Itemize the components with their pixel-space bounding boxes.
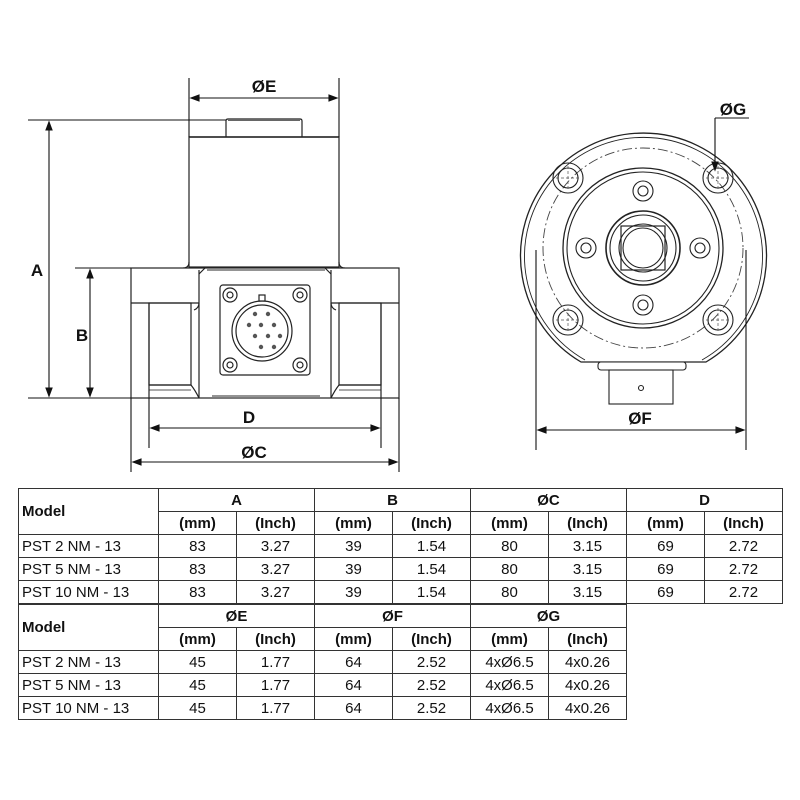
value-cell: 2.72 [704, 534, 783, 558]
value-cell: 1.77 [236, 673, 315, 697]
value-cell: 2.52 [392, 650, 471, 674]
value-cell: 3.27 [236, 534, 315, 558]
unit-header: (Inch) [392, 511, 471, 535]
technical-drawing: ØE A B D ØC [28, 77, 768, 472]
side-view-dimensions [28, 78, 400, 472]
unit-header: (Inch) [548, 627, 627, 651]
table-row: PST 2 NM - 13 45 1.77 64 2.52 4xØ6.5 4x0… [18, 650, 627, 674]
table-header-row: Model ØE ØF ØG [18, 604, 627, 651]
value-cell: 45 [158, 696, 237, 720]
unit-header: (mm) [470, 511, 549, 535]
value-cell: 2.52 [392, 673, 471, 697]
side-view [130, 118, 400, 399]
label-g: ØG [720, 100, 746, 119]
value-cell: 3.15 [548, 534, 627, 558]
table-row: PST 5 NM - 13 83 3.27 39 1.54 80 3.15 69… [18, 557, 783, 581]
value-cell: 3.27 [236, 557, 315, 581]
model-cell: PST 5 NM - 13 [18, 673, 159, 697]
value-cell: 2.52 [392, 696, 471, 720]
value-cell: 4xØ6.5 [470, 696, 549, 720]
value-cell: 3.15 [548, 580, 627, 604]
value-cell: 39 [314, 534, 393, 558]
value-cell: 1.54 [392, 534, 471, 558]
table-row: PST 10 NM - 13 45 1.77 64 2.52 4xØ6.5 4x… [18, 696, 627, 720]
unit-header: (Inch) [548, 511, 627, 535]
value-cell: 80 [470, 580, 549, 604]
connector-pins-icon [246, 311, 283, 350]
front-view-dimensions [535, 117, 749, 450]
value-cell: 69 [626, 580, 705, 604]
value-cell: 1.54 [392, 580, 471, 604]
unit-header: (mm) [158, 627, 237, 651]
value-cell: 4xØ6.5 [470, 673, 549, 697]
table-row: PST 2 NM - 13 83 3.27 39 1.54 80 3.15 69… [18, 534, 783, 558]
value-cell: 64 [314, 696, 393, 720]
value-cell: 1.77 [236, 650, 315, 674]
value-cell: 39 [314, 580, 393, 604]
unit-header: (mm) [626, 511, 705, 535]
label-b: B [76, 326, 88, 345]
label-f: ØF [628, 409, 652, 428]
value-cell: 64 [314, 673, 393, 697]
value-cell: 80 [470, 534, 549, 558]
table-unit-row: (mm) (Inch) (mm) (Inch) (mm) (Inch) [19, 627, 627, 651]
group-header-c: ØC [470, 488, 627, 512]
dimensions-table-2: Model ØE ØF ØG (mm) (Inch) (mm) (Inch) (… [18, 604, 627, 720]
unit-header: (mm) [314, 511, 393, 535]
front-view [519, 132, 768, 405]
value-cell: 64 [314, 650, 393, 674]
value-cell: 83 [158, 557, 237, 581]
model-cell: PST 2 NM - 13 [18, 534, 159, 558]
dimensions-table-1: Model A B ØC D (mm) (Inch) (mm) (Inch) (… [18, 488, 783, 604]
model-cell: PST 10 NM - 13 [18, 696, 159, 720]
unit-header: (mm) [470, 627, 549, 651]
model-cell: PST 10 NM - 13 [18, 580, 159, 604]
unit-header: (mm) [158, 511, 237, 535]
value-cell: 4x0.26 [548, 650, 627, 674]
unit-header: (Inch) [236, 511, 315, 535]
unit-header: (mm) [314, 627, 393, 651]
model-cell: PST 5 NM - 13 [18, 557, 159, 581]
mounting-holes-icon [552, 162, 734, 336]
value-cell: 69 [626, 534, 705, 558]
value-cell: 45 [158, 650, 237, 674]
value-cell: 4x0.26 [548, 673, 627, 697]
value-cell: 69 [626, 557, 705, 581]
side-view-labels: ØE A B D ØC [31, 77, 276, 462]
model-header: Model [18, 604, 159, 651]
unit-header: (Inch) [704, 511, 783, 535]
model-cell: PST 2 NM - 13 [18, 650, 159, 674]
table-row: PST 10 NM - 13 83 3.27 39 1.54 80 3.15 6… [18, 580, 783, 604]
value-cell: 4xØ6.5 [470, 650, 549, 674]
value-cell: 80 [470, 557, 549, 581]
label-d: D [243, 408, 255, 427]
group-header-g: ØG [470, 604, 627, 628]
value-cell: 1.77 [236, 696, 315, 720]
connector-flange [219, 284, 311, 376]
value-cell: 3.27 [236, 580, 315, 604]
value-cell: 45 [158, 673, 237, 697]
value-cell: 3.15 [548, 557, 627, 581]
value-cell: 83 [158, 534, 237, 558]
label-c: ØC [241, 443, 267, 462]
group-header-b: B [314, 488, 471, 512]
group-header-f: ØF [314, 604, 471, 628]
value-cell: 1.54 [392, 557, 471, 581]
value-cell: 4x0.26 [548, 696, 627, 720]
group-header-a: A [158, 488, 315, 512]
group-header-d: D [626, 488, 783, 512]
front-view-labels: ØF ØG [628, 100, 746, 428]
value-cell: 39 [314, 557, 393, 581]
unit-header: (Inch) [236, 627, 315, 651]
unit-header: (Inch) [392, 627, 471, 651]
table-header-row: Model A B ØC D [18, 488, 783, 535]
label-e: ØE [252, 77, 277, 96]
value-cell: 2.72 [704, 557, 783, 581]
model-header: Model [18, 488, 159, 535]
value-cell: 2.72 [704, 580, 783, 604]
value-cell: 83 [158, 580, 237, 604]
group-header-e: ØE [158, 604, 315, 628]
table-row: PST 5 NM - 13 45 1.77 64 2.52 4xØ6.5 4x0… [18, 673, 627, 697]
label-a: A [31, 261, 43, 280]
